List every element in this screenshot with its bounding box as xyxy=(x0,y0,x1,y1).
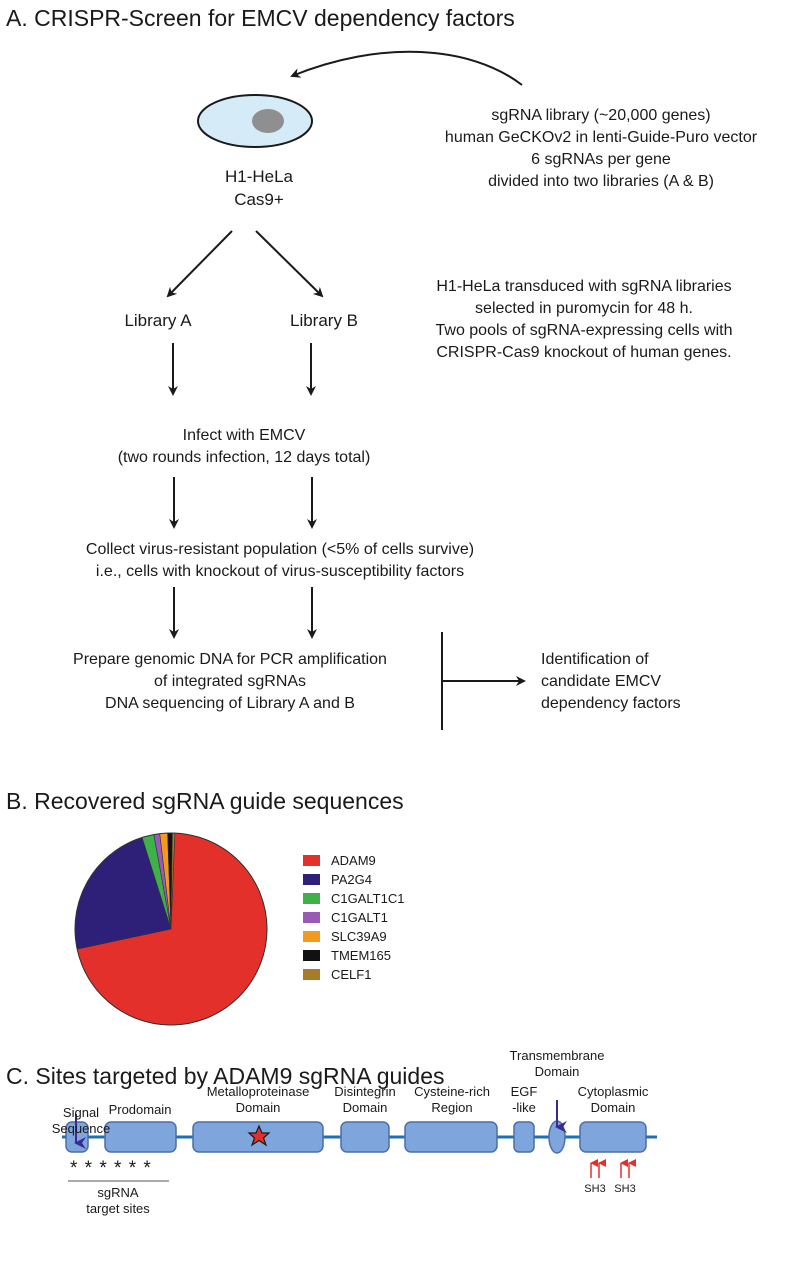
transduction-info-line: H1-HeLa transduced with sgRNA libraries xyxy=(436,278,732,295)
section-b-title: B. Recovered sgRNA guide sequences xyxy=(6,788,404,814)
transduction-info-line: CRISPR-Cas9 knockout of human genes. xyxy=(436,344,732,361)
cytoplasmic-domain xyxy=(579,1121,647,1153)
library-info-line: human GeCKOv2 in lenti-Guide-Puro vector xyxy=(444,129,758,146)
section-a-title: A. CRISPR-Screen for EMCV dependency fac… xyxy=(6,5,515,31)
egf-like-domain xyxy=(513,1121,535,1153)
prepare-line: DNA sequencing of Library A and B xyxy=(105,695,355,712)
legend-swatch xyxy=(303,912,320,923)
egf-label-1: EGF xyxy=(510,1084,538,1099)
metalloproteinase-star-icon xyxy=(247,1124,271,1147)
library-a-label: Library A xyxy=(124,311,192,330)
collect-line: Collect virus-resistant population (<5% … xyxy=(85,541,475,558)
legend-swatch xyxy=(303,893,320,904)
legend-swatch xyxy=(303,874,320,885)
cytoplasmic-label-2: Domain xyxy=(590,1100,636,1115)
cell-label-line2: Cas9+ xyxy=(234,190,284,209)
library-info-line: divided into two libraries (A & B) xyxy=(488,173,714,190)
metallo-label-1: Metalloproteinase xyxy=(206,1084,310,1099)
sh3-arrows-icon xyxy=(590,1159,636,1178)
legend-label: PA2G4 xyxy=(331,872,372,887)
legend-swatch xyxy=(303,969,320,980)
legend-label: ADAM9 xyxy=(331,853,376,868)
hela-cell xyxy=(197,94,313,148)
sh3-label-1: SH3 xyxy=(584,1183,606,1195)
legend-swatch xyxy=(303,855,320,866)
infect-line: Infect with EMCV xyxy=(182,427,306,444)
disintegrin-label-2: Domain xyxy=(342,1100,388,1115)
disintegrin-domain xyxy=(340,1121,390,1153)
transmembrane-label-2: Domain xyxy=(534,1064,580,1079)
cysteine-rich-domain xyxy=(404,1121,498,1153)
prepare-line: of integrated sgRNAs xyxy=(153,673,307,690)
disintegrin-label-1: Disintegrin xyxy=(334,1084,396,1099)
library-b-label: Library B xyxy=(289,311,359,330)
legend-swatch xyxy=(303,931,320,942)
library-to-cell-arrow xyxy=(290,50,523,86)
arrow-to-library-a xyxy=(166,230,233,298)
sgrna-label-2: target sites xyxy=(86,1201,150,1216)
legend-label: C1GALT1 xyxy=(331,910,388,925)
legend-swatch xyxy=(303,950,320,961)
section-c-title: C. Sites targeted by ADAM9 sgRNA guides xyxy=(6,1063,445,1089)
library-info-line: sgRNA library (~20,000 genes) xyxy=(491,107,711,124)
library-info-line: 6 sgRNAs per gene xyxy=(531,151,671,168)
transmembrane-label-1: Transmembrane xyxy=(509,1048,605,1063)
prodomain-domain xyxy=(104,1121,177,1153)
prodomain-label: Prodomain xyxy=(108,1102,172,1117)
transduction-info-line: Two pools of sgRNA-expressing cells with xyxy=(435,322,733,339)
identification-line: dependency factors xyxy=(541,695,681,712)
cell-label-line1: H1-HeLa xyxy=(224,167,294,186)
legend-label: C1GALT1C1 xyxy=(331,891,405,906)
identification-line: Identification of xyxy=(541,651,649,668)
egf-label-2: -like xyxy=(512,1100,536,1115)
arrow-to-library-b xyxy=(255,230,324,298)
metallo-label-2: Domain xyxy=(235,1100,281,1115)
sgrna-label-1: sgRNA xyxy=(97,1185,139,1200)
signal-sequence-label-2: Sequence xyxy=(51,1121,111,1136)
legend-label: TMEM165 xyxy=(331,948,391,963)
signal-sequence-label-1: Signal xyxy=(62,1105,100,1120)
infect-line: (two rounds infection, 12 days total) xyxy=(117,449,371,466)
cysteine-label-2: Region xyxy=(431,1100,473,1115)
legend-label: CELF1 xyxy=(331,967,372,982)
cysteine-label-1: Cysteine-rich xyxy=(414,1084,490,1099)
sgrna-asterisks: * * * * * * xyxy=(70,1158,152,1179)
prepare-line: Prepare genomic DNA for PCR amplificatio… xyxy=(73,651,387,668)
transduction-info-line: selected in puromycin for 48 h. xyxy=(475,300,693,317)
identification-line: candidate EMCV xyxy=(541,673,662,690)
collect-line: i.e., cells with knockout of virus-susce… xyxy=(95,563,465,580)
legend-label: SLC39A9 xyxy=(331,929,387,944)
cytoplasmic-label-1: Cytoplasmic xyxy=(577,1084,649,1099)
sh3-label-2: SH3 xyxy=(614,1183,636,1195)
